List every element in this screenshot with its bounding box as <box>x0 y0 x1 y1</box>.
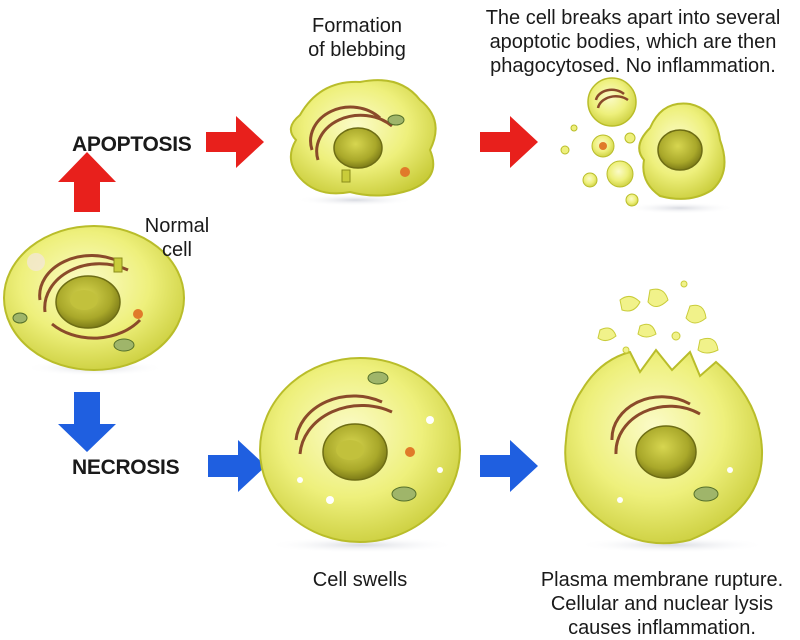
arrow-right-necrosis-1 <box>208 440 266 492</box>
normal-cell-label: Normal cell <box>128 214 226 262</box>
blebbing-label-line-2: of blebbing <box>308 39 406 61</box>
apoptosis-label: APOPTOSIS <box>72 133 192 156</box>
normal-cell <box>3 225 185 376</box>
rupture-label: Plasma membrane rupture. Cellular and nu… <box>526 568 798 640</box>
apoptotic-bodies-label-line-3: phagocytosed. No inflammation. <box>490 55 776 77</box>
normal-cell-label-line-1: Normal <box>144 215 210 237</box>
arrow-right-apoptosis-2 <box>480 116 538 168</box>
blebbing-cell <box>289 79 437 206</box>
rupture-label-line-3: causes inflammation. <box>568 617 756 639</box>
arrow-right-necrosis-2 <box>480 440 538 492</box>
swollen-cell <box>259 357 461 553</box>
normal-cell-label-line-2: cell <box>161 239 192 261</box>
arrow-up-apoptosis <box>58 152 116 212</box>
rupture-label-line-1: Plasma membrane rupture. <box>540 569 784 591</box>
arrow-down-necrosis <box>58 392 116 452</box>
apoptotic-bodies <box>560 77 735 214</box>
apoptotic-bodies-label-line-1: The cell breaks apart into several <box>485 7 781 29</box>
apoptotic-bodies-label: The cell breaks apart into several apopt… <box>470 6 796 78</box>
arrow-right-apoptosis-1 <box>206 116 264 168</box>
necrosis-label: NECROSIS <box>72 456 180 479</box>
cell-swells-label: Cell swells <box>312 569 408 591</box>
rupture-label-line-2: Cellular and nuclear lysis <box>550 593 774 615</box>
apoptotic-bodies-label-line-2: apoptotic bodies, which are then <box>489 31 777 53</box>
blebbing-label: Formation of blebbing <box>282 14 432 62</box>
blebbing-label-line-1: Formation <box>311 15 403 37</box>
ruptured-cell <box>564 280 767 553</box>
